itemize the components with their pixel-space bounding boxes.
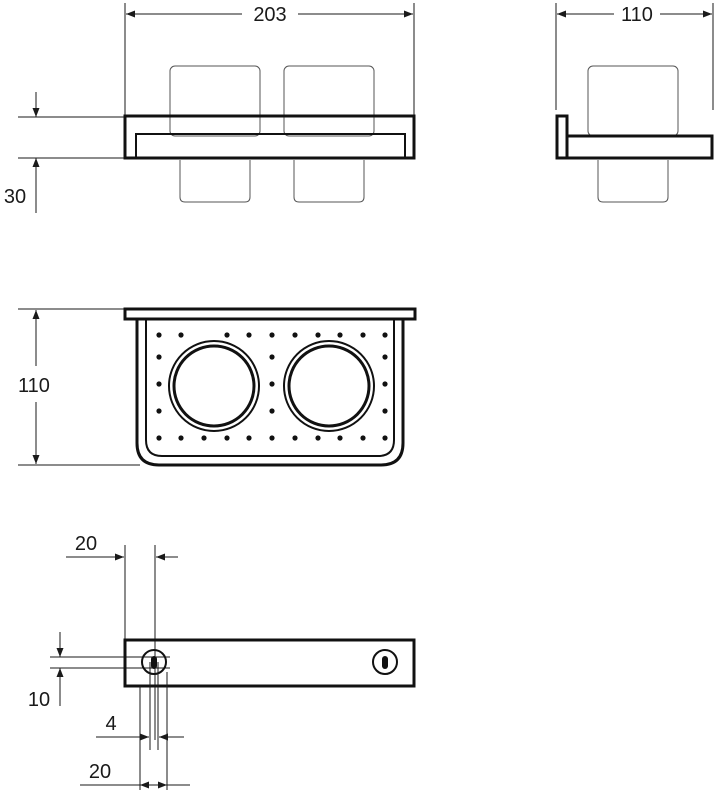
bottom-height-arrow-top: [56, 648, 64, 657]
perforation-hole: [269, 381, 275, 387]
front-shelf: [123, 114, 416, 160]
plan-depth-label: 110: [18, 375, 50, 397]
perforation-hole: [360, 435, 366, 441]
perforation-hole: [382, 408, 388, 414]
bottom-top-arrow-left: [115, 553, 124, 561]
perforation-hole: [156, 354, 162, 360]
plan-tray-inner: [145, 319, 395, 457]
side-wall-plate: [555, 114, 569, 160]
perforation-hole: [382, 332, 388, 338]
front-cup-right-top: [283, 65, 375, 137]
perforation-hole: [246, 435, 252, 441]
perforation-hole: [246, 332, 252, 338]
bottom-bottom-arrow-right: [158, 781, 167, 789]
front-width-arrow-left: [126, 10, 135, 18]
perforation-hole: [337, 332, 343, 338]
front-width-label: 203: [253, 4, 286, 26]
side-width-label: 110: [621, 4, 653, 26]
bottom-top-arrow-right: [156, 553, 165, 561]
side-cup-top: [587, 65, 679, 137]
plan-perforation-holes: [156, 332, 388, 441]
plan-cup-ring-right-outer: [283, 340, 375, 432]
side-shelf: [565, 134, 714, 160]
front-shelf-lip: [135, 133, 406, 159]
bottom-keyhole-left: [141, 649, 167, 675]
side-width-arrow-left: [557, 10, 566, 18]
perforation-hole: [224, 332, 230, 338]
front-width-arrow-right: [404, 10, 413, 18]
perforation-hole: [156, 381, 162, 387]
front-height-label: 30: [4, 186, 26, 208]
bottom-height-arrow-bottom: [56, 668, 64, 677]
side-cup-bottom: [597, 160, 669, 203]
side-view: 110: [555, 3, 714, 203]
bottom-bottom-offset-label: 20: [89, 761, 111, 783]
perforation-hole: [156, 435, 162, 441]
front-view: 203 30: [4, 3, 416, 213]
bottom-keyhole-left-slot: [151, 656, 157, 669]
perforation-hole: [201, 435, 207, 441]
bottom-top-offset-label: 20: [75, 533, 97, 555]
perforation-hole: [382, 381, 388, 387]
perforation-hole: [292, 435, 298, 441]
bottom-keyhole-right: [372, 649, 398, 675]
perforation-hole: [156, 332, 162, 338]
front-cup-left-top: [169, 65, 261, 137]
bottom-hole-label: 4: [105, 713, 116, 735]
bottom-height-label: 10: [28, 689, 50, 711]
perforation-hole: [269, 354, 275, 360]
perforation-hole: [269, 332, 275, 338]
bottom-plate: [123, 638, 416, 688]
bottom-view: 20 10 4 20: [28, 533, 416, 790]
perforation-hole: [315, 332, 321, 338]
perforation-hole: [178, 332, 184, 338]
perforation-hole: [382, 354, 388, 360]
front-height-arrow-top: [32, 108, 40, 117]
perforation-hole: [269, 408, 275, 414]
bottom-keyhole-right-slot: [382, 656, 388, 669]
plan-tray-outer: [135, 319, 405, 467]
front-cup-right-bottom: [293, 160, 365, 203]
perforation-hole: [156, 408, 162, 414]
plan-view: 110: [18, 307, 417, 467]
bottom-bottom-arrow-left: [140, 781, 149, 789]
bottom-hole-arrow-left: [140, 733, 149, 741]
bottom-hole-arrow-right: [159, 733, 168, 741]
plan-depth-arrow-bottom: [32, 455, 40, 464]
plan-cup-ring-left-outer: [168, 340, 260, 432]
perforation-hole: [269, 435, 275, 441]
plan-cup-ring-left-inner: [172, 344, 256, 428]
perforation-hole: [382, 435, 388, 441]
plan-depth-arrow-top: [32, 310, 40, 319]
perforation-hole: [292, 332, 298, 338]
perforation-hole: [337, 435, 343, 441]
front-cup-left-bottom: [179, 160, 251, 203]
perforation-hole: [360, 332, 366, 338]
plan-cup-ring-right-inner: [287, 344, 371, 428]
front-height-arrow-bottom: [32, 158, 40, 167]
plan-back-rail: [123, 307, 417, 321]
perforation-hole: [178, 435, 184, 441]
perforation-hole: [315, 435, 321, 441]
perforation-hole: [224, 435, 230, 441]
side-width-arrow-right: [703, 10, 712, 18]
